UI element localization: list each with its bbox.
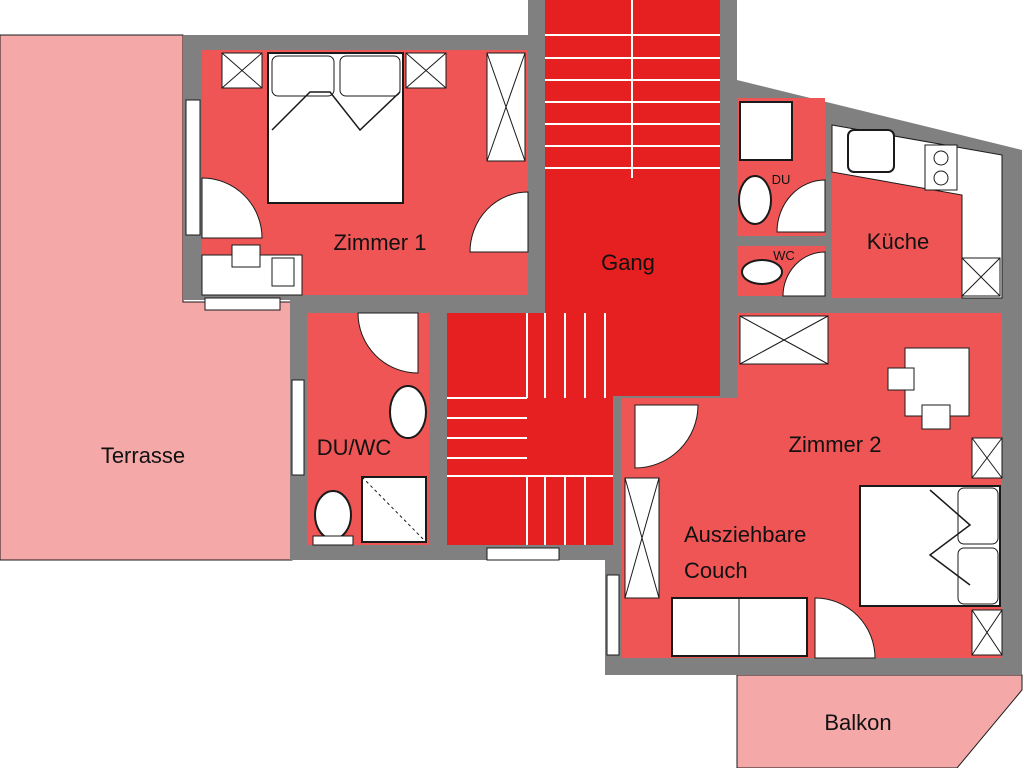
nightstand-left-x — [221, 52, 263, 89]
window-duwc — [291, 379, 305, 476]
chair-zimmer-2-b — [921, 404, 951, 430]
window-zimmer-2 — [606, 574, 620, 656]
nightstand-zimmer-2-x — [971, 609, 1003, 656]
label-terrasse: Terrasse — [101, 443, 185, 468]
label-du: DU — [772, 172, 791, 187]
pillow-zimmer-2-top — [957, 487, 999, 545]
chair-zimmer-2-a — [887, 367, 915, 391]
label-couch-line-1: Ausziehbare — [684, 522, 806, 547]
blanket-fold-zimmer-2 — [928, 489, 972, 586]
cabinet-zimmer-2-x — [739, 315, 829, 365]
stairs-lower — [447, 313, 613, 545]
toilet-wc — [741, 259, 783, 285]
wardrobe-zimmer-1-x — [486, 52, 526, 162]
stove-burner-2 — [933, 170, 949, 186]
stairs-upper-treads — [545, 0, 720, 178]
blanket-fold — [271, 91, 401, 132]
door-zimmer-1-left — [201, 177, 263, 239]
label-couch-line-2: Couch — [684, 558, 748, 583]
shower-duwc — [361, 476, 427, 543]
door-duwc — [357, 312, 419, 374]
label-kueche: Küche — [867, 229, 929, 254]
label-zimmer-2: Zimmer 2 — [789, 432, 882, 457]
pillow-left — [271, 55, 335, 97]
toilet-duwc — [314, 490, 352, 540]
door-zimmer-1-right — [469, 191, 529, 253]
wardrobe-zimmer-2-x — [971, 437, 1003, 479]
door-zimmer-2-balkon — [814, 597, 876, 659]
stove-kueche — [924, 144, 958, 191]
label-duwc: DU/WC — [317, 435, 392, 460]
washbasin-duwc — [389, 385, 427, 439]
door-zimmer-2-gang — [634, 404, 699, 469]
label-balkon: Balkon — [824, 710, 891, 735]
window-stairs — [486, 547, 560, 561]
window-zimmer-1-south — [204, 297, 281, 311]
pillow-right — [339, 55, 401, 97]
chair-zimmer-1-b — [271, 257, 295, 287]
shower-du — [739, 101, 793, 161]
label-gang: Gang — [601, 250, 655, 275]
toilet-tank-duwc — [312, 535, 354, 546]
window-zimmer-1-west — [185, 99, 201, 236]
pillow-zimmer-2-bottom — [957, 547, 999, 605]
label-wc: WC — [773, 248, 795, 263]
stairs-lower-treads — [447, 313, 613, 545]
sink-kueche — [847, 129, 895, 173]
fridge-kueche-x — [961, 257, 1001, 297]
shelf-zimmer-2-x — [624, 477, 660, 599]
chair-zimmer-1-a — [231, 244, 261, 268]
nightstand-right-x — [405, 52, 447, 89]
washbasin-du — [738, 175, 772, 225]
door-wc — [782, 251, 826, 297]
stove-burner-1 — [933, 150, 949, 166]
door-du — [776, 179, 826, 233]
label-zimmer-1: Zimmer 1 — [334, 230, 427, 255]
